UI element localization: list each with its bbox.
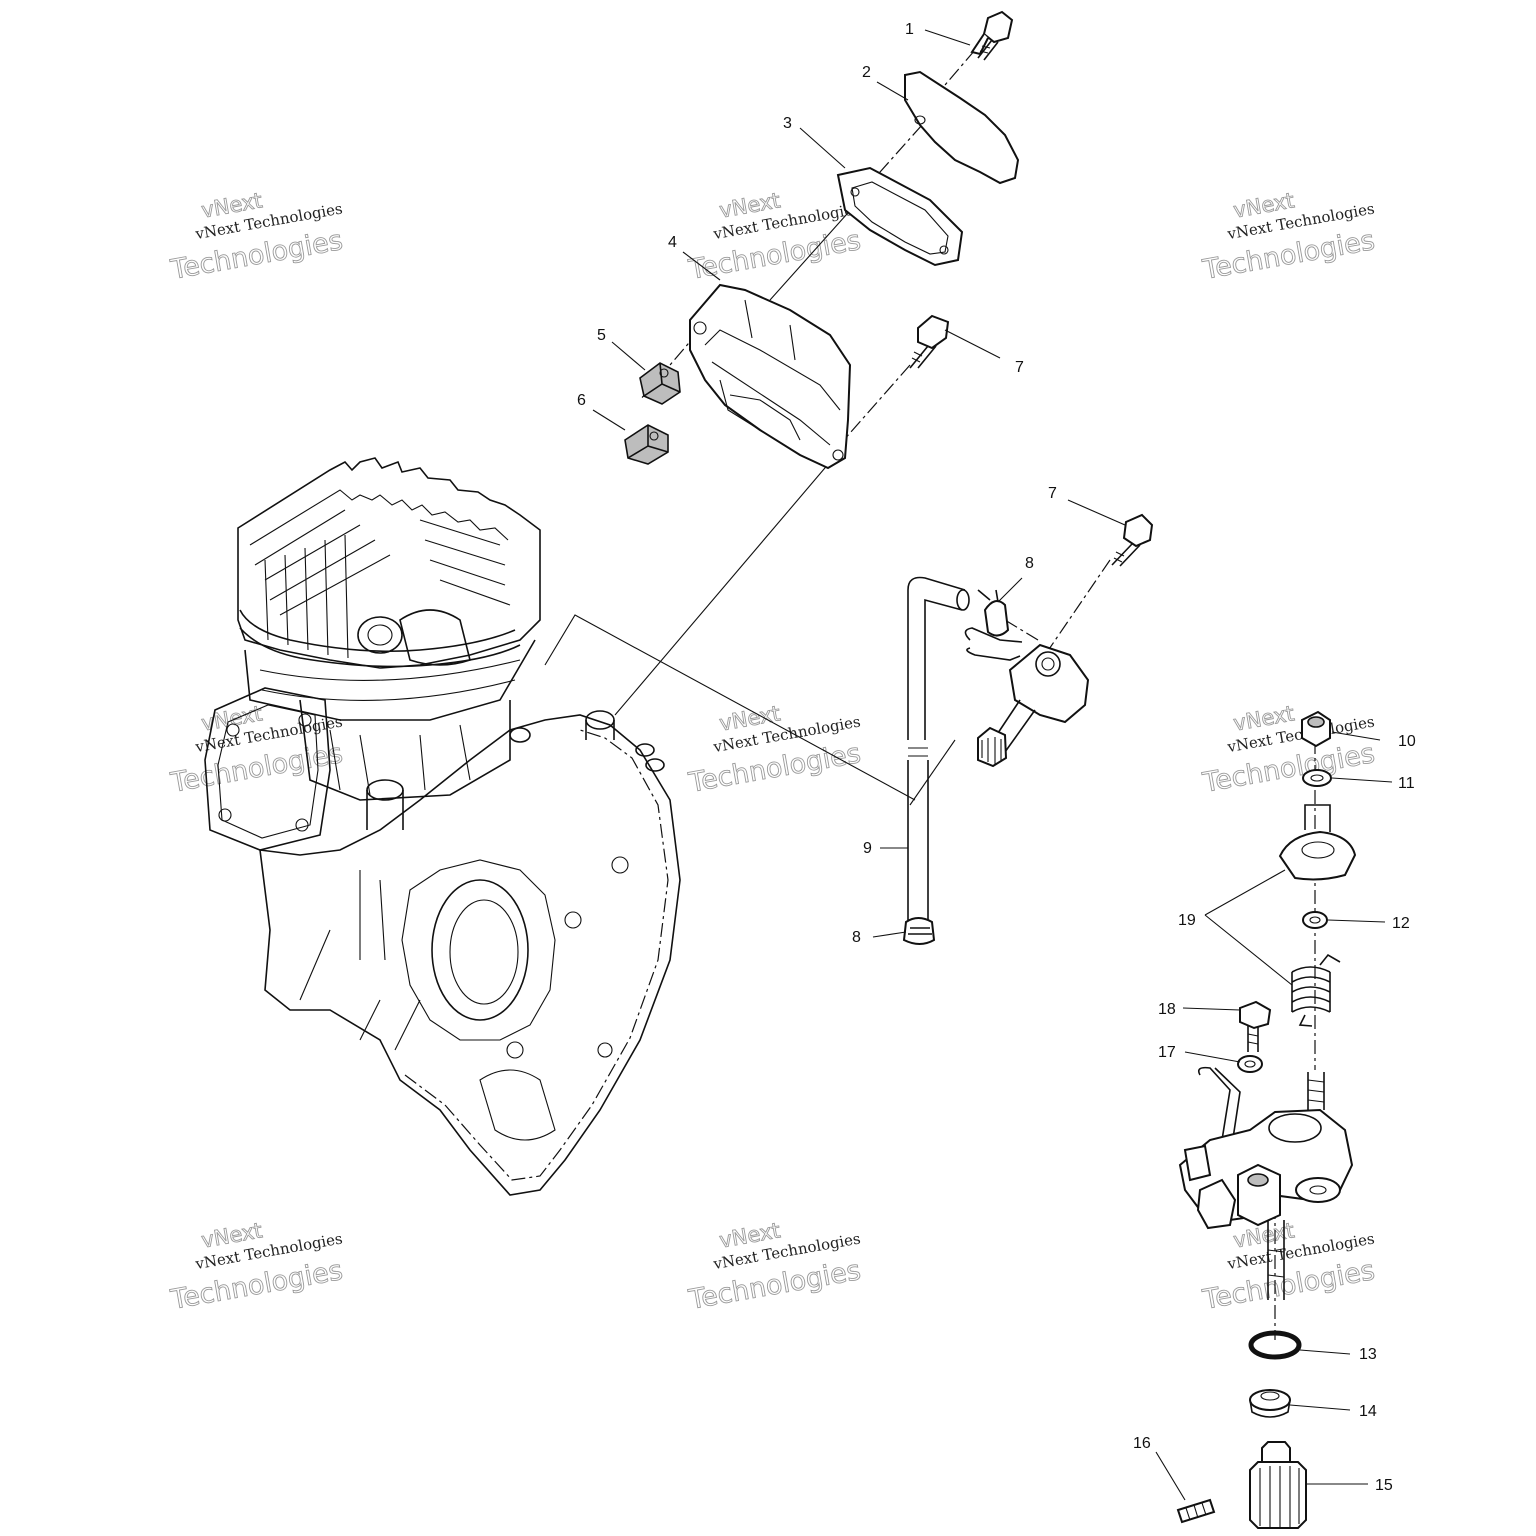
svg-text:Technologies: Technologies xyxy=(168,1255,345,1316)
cylinder-head xyxy=(237,457,541,669)
callout-7-upper: 7 xyxy=(1015,359,1024,376)
assembly-lines-middle xyxy=(1004,559,1111,656)
cylinder-barrel xyxy=(244,639,536,801)
part-15-gear xyxy=(1249,1441,1307,1529)
engine-block xyxy=(204,457,681,1196)
part-1-bolt xyxy=(970,10,1014,61)
svg-text:Technologies: Technologies xyxy=(1200,738,1377,799)
callout-5: 5 xyxy=(597,327,606,344)
part-3-gasket xyxy=(836,166,964,267)
svg-text:Technologies: Technologies xyxy=(686,738,863,799)
callout-17: 17 xyxy=(1158,1044,1176,1061)
part-7-screw-upper xyxy=(909,314,950,369)
watermark: vNext vNext Technologies Technologies xyxy=(1199,188,1377,286)
part-2-cover-plate xyxy=(904,70,1020,185)
callout-leaders xyxy=(592,29,1393,1501)
part-19-spring xyxy=(1291,953,1341,1027)
callout-18: 18 xyxy=(1158,1001,1176,1018)
part-19-lever xyxy=(1278,804,1357,881)
callout-2: 2 xyxy=(862,64,871,81)
callout-13: 13 xyxy=(1359,1346,1377,1363)
part-8-clamp-upper xyxy=(977,589,1010,637)
part-17-washer xyxy=(1237,1055,1263,1073)
part-18-screw xyxy=(1239,1000,1272,1052)
part-4-housing xyxy=(689,283,852,470)
watermark: vNext vNext Technologies Technologies xyxy=(167,1218,345,1316)
callout-1: 1 xyxy=(905,21,914,38)
crankcase xyxy=(259,710,681,1196)
callout-15: 15 xyxy=(1375,1477,1393,1494)
svg-text:Technologies: Technologies xyxy=(1200,225,1377,286)
callout-9: 9 xyxy=(863,840,872,857)
svg-text:Technologies: Technologies xyxy=(168,225,345,286)
svg-text:Technologies: Technologies xyxy=(686,1255,863,1316)
callout-10: 10 xyxy=(1398,733,1416,750)
callout-19: 19 xyxy=(1178,912,1196,929)
part-8-clamp-lower xyxy=(902,917,936,945)
callout-4: 4 xyxy=(668,234,677,251)
callout-7-lower: 7 xyxy=(1048,485,1057,502)
part-6-cap xyxy=(624,424,669,465)
part-11-washer xyxy=(1302,769,1332,787)
part-13-o-ring xyxy=(1248,1330,1302,1360)
part-5-cap xyxy=(639,362,681,405)
part-7-screw-lower xyxy=(1111,513,1154,567)
part-12-washer xyxy=(1302,911,1328,929)
svg-text:Technologies: Technologies xyxy=(1200,1255,1377,1316)
callout-16: 16 xyxy=(1133,1435,1151,1452)
part-10-nut xyxy=(1301,710,1331,748)
callout-8-lower: 8 xyxy=(852,929,861,946)
oil-pump-right xyxy=(1178,1066,1354,1300)
svg-text:Technologies: Technologies xyxy=(168,738,345,799)
callout-11: 11 xyxy=(1398,775,1415,792)
part-9-hose xyxy=(907,576,970,920)
svg-text:Technologies: Technologies xyxy=(686,225,863,286)
watermark: vNext vNext Technologies Technologies xyxy=(685,701,863,799)
part-14-seal xyxy=(1249,1389,1291,1418)
callout-3: 3 xyxy=(783,115,792,132)
watermark: vNext vNext Technologies Technologies xyxy=(167,188,345,286)
oil-pump-middle xyxy=(964,627,1090,768)
callout-14: 14 xyxy=(1359,1403,1377,1420)
watermark: vNext vNext Technologies Technologies xyxy=(167,701,345,799)
callout-labels: 1 2 3 4 5 6 7 7 8 8 9 10 11 12 13 14 15 … xyxy=(577,21,1416,1494)
watermark: vNext vNext Technologies Technologies xyxy=(685,1218,863,1316)
callout-12: 12 xyxy=(1392,915,1410,932)
callout-6: 6 xyxy=(577,392,586,409)
exhaust-flange xyxy=(204,687,331,851)
part-16-pin xyxy=(1176,1498,1216,1524)
callout-8-upper: 8 xyxy=(1025,555,1034,572)
watermark: vNext vNext Technologies Technologies xyxy=(1199,701,1377,799)
